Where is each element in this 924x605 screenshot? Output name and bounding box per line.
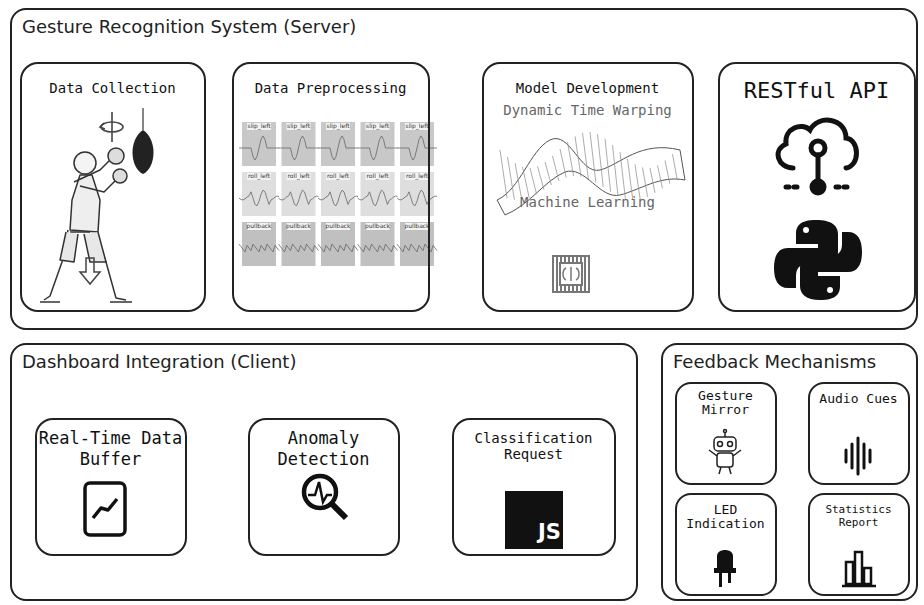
node-subtext: Dynamic Time Warping: [484, 102, 692, 118]
feedback-box: LED Indication: [675, 493, 777, 596]
chart-label: pullback: [361, 222, 395, 230]
feedback-panel: Feedback MechanismsGesture Mirror Audio C…: [661, 343, 918, 601]
node-heading: Data Collection: [22, 80, 204, 97]
chart-label: roll_left: [321, 172, 355, 180]
node-heading: Data Preprocessing: [234, 80, 428, 97]
chip-icon: [553, 256, 589, 292]
chart-label: pullback: [321, 222, 355, 230]
client-panel: Dashboard Integration (Client) Real-Time …: [10, 343, 638, 601]
client-box: Classification Request: [452, 418, 616, 556]
cloud-api-icon: [778, 120, 856, 193]
led-icon: [714, 550, 736, 587]
logo-text: JS: [525, 520, 561, 544]
chart-label: pullback: [242, 222, 276, 230]
node-heading: Audio Cues: [810, 392, 908, 407]
signal-charts: [239, 122, 437, 266]
process-box: Model DevelopmentDynamic Time WarpingMac…: [482, 62, 694, 312]
node-heading: Statistics Report: [810, 503, 908, 529]
client-box: Anomaly Detection: [248, 418, 400, 556]
feedback-box: Statistics Report: [808, 493, 910, 596]
node-heading: Feedback Mechanisms: [663, 345, 916, 372]
process-box: Data Preprocessing: [232, 62, 430, 312]
python-logo: [774, 220, 862, 300]
feedback-box: Gesture Mirror: [675, 382, 777, 485]
chart-label: pullback: [282, 222, 316, 230]
chart-label: slip_left: [321, 122, 355, 130]
node-subtext: Machine Learning: [484, 194, 692, 210]
rotation-icon: [100, 112, 123, 142]
node-heading: RESTful API: [720, 78, 914, 103]
magnifier-icon: [304, 476, 346, 518]
chart-label: roll_left: [400, 172, 434, 180]
node-heading: Anomaly Detection: [250, 428, 398, 471]
punching-bag: [132, 108, 153, 174]
node-heading: Gesture Mirror: [677, 389, 775, 419]
client-box: Real-Time Data Buffer: [35, 418, 187, 556]
node-heading: Real-Time Data Buffer: [37, 428, 185, 471]
chart-label: slip_left: [242, 122, 276, 130]
down-arrow: [80, 258, 100, 284]
chart-label: slip_left: [361, 122, 395, 130]
boxer-figure: [40, 148, 132, 302]
audio-wave-icon: [846, 438, 870, 474]
buffer-chart-icon: [85, 483, 125, 535]
api-box: RESTful API: [718, 62, 916, 312]
chart-label: pullback: [400, 222, 434, 230]
feedback-box: Audio Cues: [808, 382, 910, 485]
chart-label: slip_left: [282, 122, 316, 130]
chart-label: slip_left: [400, 122, 434, 130]
node-heading: Classification Request: [454, 430, 614, 464]
js-logo: [505, 491, 563, 549]
process-box: Data Collection: [20, 62, 206, 312]
node-heading: LED Indication: [677, 503, 775, 533]
chart-label: roll_left: [282, 172, 316, 180]
node-heading: Dashboard Integration (Client): [12, 345, 636, 372]
node-heading: Gesture Recognition System (Server): [12, 10, 916, 37]
robot-icon: [709, 430, 741, 475]
chart-label: roll_left: [361, 172, 395, 180]
chart-label: roll_left: [242, 172, 276, 180]
bar-chart-icon: [842, 552, 876, 586]
server-panel: Gesture Recognition System (Server) Data …: [10, 8, 918, 330]
node-heading: Model Development: [484, 80, 692, 97]
